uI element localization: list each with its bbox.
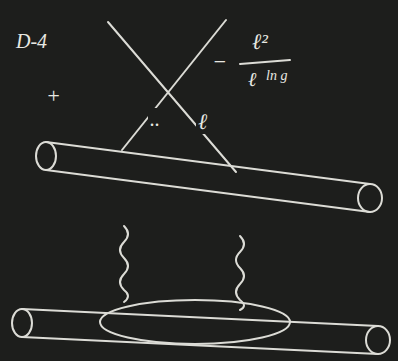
board-label: − — [210, 50, 229, 74]
tube-end — [12, 309, 32, 337]
board-label: ℓ — [246, 68, 258, 90]
board-label: + — [44, 84, 63, 108]
tube-end — [358, 184, 382, 212]
wavy-line — [120, 226, 128, 302]
wavy-line — [236, 236, 244, 310]
cross-line — [122, 20, 226, 150]
fraction-bar — [240, 60, 290, 64]
board-label: ℓ — [196, 110, 209, 134]
board-label: ℓ² — [250, 30, 270, 54]
board-label: ln g — [264, 68, 289, 83]
cross-line — [108, 22, 236, 172]
loop — [100, 300, 290, 344]
tube-body — [22, 309, 378, 354]
board-label: .. — [148, 108, 162, 130]
tube-end — [366, 326, 390, 354]
board-label: D-4 — [14, 30, 49, 52]
tube-body — [46, 142, 370, 212]
tube-end — [36, 142, 56, 170]
